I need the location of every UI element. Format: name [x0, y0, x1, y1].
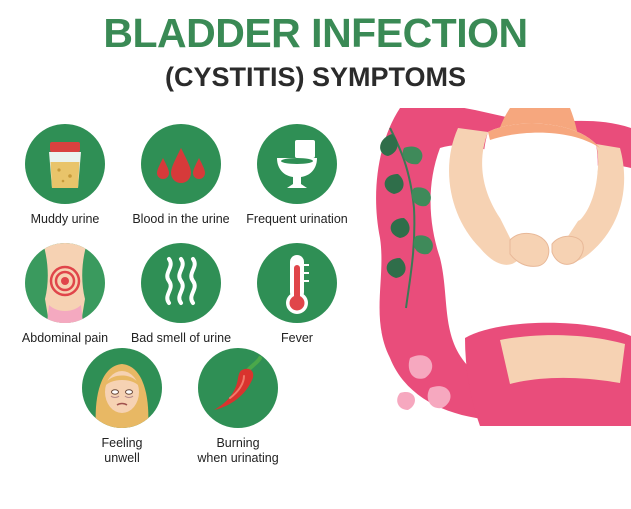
symptom-label: Feeling unwell: [62, 436, 182, 466]
symptom-muddy-urine: Muddy urine: [5, 124, 125, 227]
symptom-label: Burning when urinating: [178, 436, 298, 466]
symptom-label-line1: Burning: [216, 436, 260, 450]
chili-pepper-icon: [198, 348, 278, 428]
symptom-label: Bad smell of urine: [130, 331, 232, 345]
symptom-frequent-urination: Frequent urination: [237, 124, 357, 227]
page-subtitle: (CYSTITIS) SYMPTOMS: [164, 62, 467, 92]
symptom-bad-smell: Bad smell of urine: [121, 243, 241, 346]
symptom-label-line1: Feeling: [101, 436, 143, 450]
symptom-blood-in-urine: Blood in the urine: [121, 124, 241, 227]
symptom-label: Blood in the urine: [132, 212, 230, 226]
abdomen-target-icon: [25, 243, 105, 323]
symptom-burning: Burning when urinating: [178, 348, 298, 466]
blood-drops-icon: [141, 124, 221, 204]
urine-cup-icon: [25, 124, 105, 204]
symptom-label-line2: unwell: [104, 451, 140, 465]
symptom-label: Fever: [281, 331, 313, 345]
toilet-icon: [257, 124, 337, 204]
odor-waves-icon: [141, 243, 221, 323]
symptom-label: Frequent urination: [246, 212, 348, 226]
symptom-label: Muddy urine: [30, 212, 100, 226]
page-title: BLADDER INFECTION: [103, 10, 528, 56]
symptom-fever: Fever: [237, 243, 357, 346]
woman-abdominal-pain-illustration: [376, 108, 631, 426]
symptom-label: Abdominal pain: [21, 331, 109, 345]
symptom-feeling-unwell: Feeling unwell: [62, 348, 182, 466]
sick-face-icon: [82, 348, 162, 428]
symptom-label-line2: when urinating: [197, 451, 279, 465]
symptom-abdominal-pain: Abdominal pain: [5, 243, 125, 346]
thermometer-icon: [257, 243, 337, 323]
